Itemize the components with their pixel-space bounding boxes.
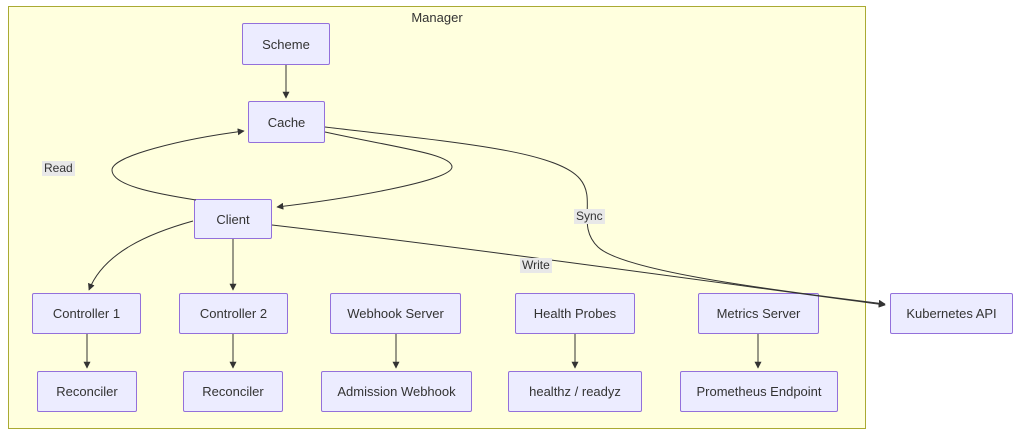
node-prometheus-endpoint: Prometheus Endpoint <box>680 371 838 412</box>
node-webhook-server: Webhook Server <box>330 293 461 334</box>
edge-label-sync: Sync <box>574 209 605 224</box>
node-controller-2: Controller 2 <box>179 293 288 334</box>
node-health-probes: Health Probes <box>515 293 635 334</box>
node-metrics-server: Metrics Server <box>698 293 819 334</box>
node-reconciler-1: Reconciler <box>37 371 137 412</box>
node-client: Client <box>194 199 272 239</box>
node-healthz-readyz: healthz / readyz <box>508 371 642 412</box>
node-controller-1: Controller 1 <box>32 293 141 334</box>
node-scheme: Scheme <box>242 23 330 65</box>
node-kubernetes-api: Kubernetes API <box>890 293 1013 334</box>
node-admission-webhook: Admission Webhook <box>321 371 472 412</box>
subgraph-title-manager: Manager <box>411 10 463 25</box>
node-reconciler-2: Reconciler <box>183 371 283 412</box>
node-cache: Cache <box>248 101 325 143</box>
edge-label-write: Write <box>520 258 552 273</box>
edge-label-read: Read <box>42 161 75 176</box>
manager-subgraph: Manager <box>8 6 866 429</box>
